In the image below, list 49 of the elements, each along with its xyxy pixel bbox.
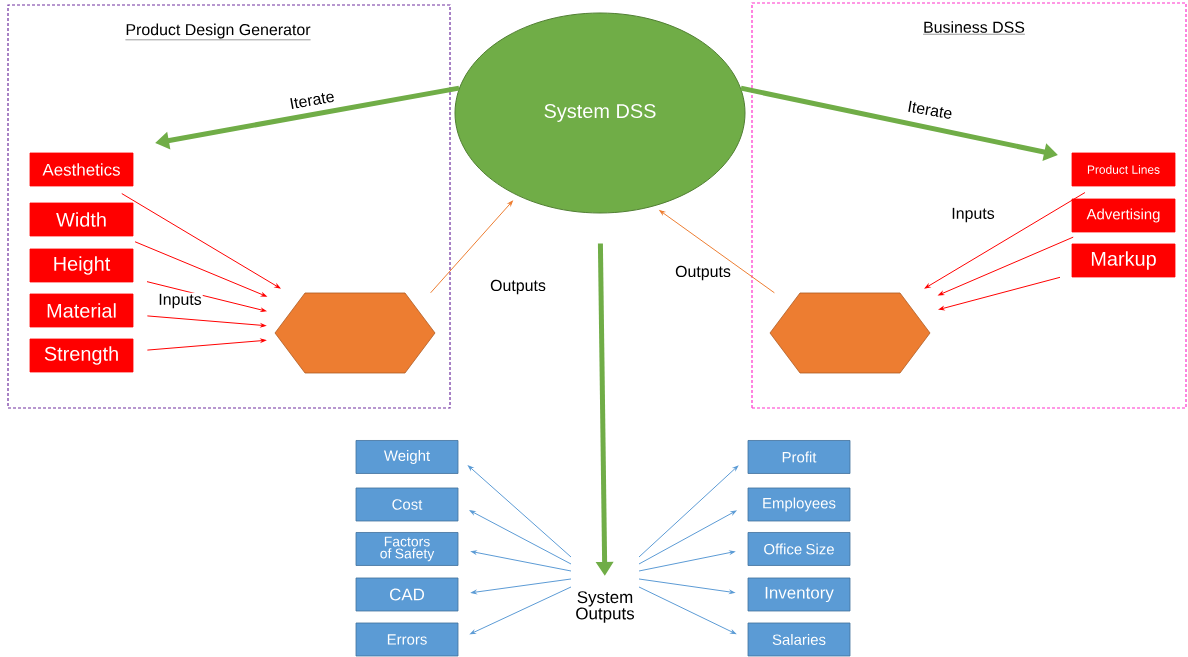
input-box: Markup — [1071, 243, 1176, 278]
arrow — [146, 281, 267, 312]
edge-label: Iterate — [905, 99, 955, 121]
hexagon-shape — [769, 292, 931, 374]
arrow — [938, 276, 1061, 311]
group-title: Business DSS — [922, 21, 1026, 35]
outputs-label: System Outputs — [576, 591, 635, 623]
output-box: CAD — [355, 577, 459, 612]
arrow — [938, 236, 1074, 296]
output-box: Profit — [747, 440, 851, 474]
arrow — [659, 210, 775, 294]
output-box: Weight — [355, 440, 459, 474]
arrow — [924, 192, 1086, 289]
arrow — [638, 465, 739, 558]
output-box: Errors — [355, 622, 459, 657]
arrow — [146, 338, 266, 351]
arrow — [638, 510, 737, 565]
input-box: Product Lines — [1071, 152, 1176, 187]
output-box: Factors of Safety — [355, 532, 459, 566]
edge-label: Inputs — [157, 292, 203, 310]
input-box: Aesthetics — [29, 152, 134, 187]
arrow — [471, 578, 572, 594]
input-box: Strength — [29, 338, 134, 373]
arrow — [638, 550, 735, 572]
edge-label: Inputs — [950, 206, 996, 224]
input-box: Advertising — [1071, 198, 1176, 233]
output-box: Office Size — [747, 532, 851, 566]
arrow — [121, 193, 281, 289]
arrow — [638, 578, 735, 594]
group-title: Product Design Generator — [125, 23, 311, 40]
arrow — [471, 550, 572, 572]
output-box: Employees — [747, 487, 851, 522]
input-box: Width — [29, 202, 134, 237]
arrow — [468, 465, 572, 558]
edge-label: Outputs — [674, 264, 732, 282]
arrow — [470, 586, 572, 635]
hexagon-shape — [274, 292, 436, 374]
input-box: Material — [29, 293, 134, 328]
output-box: Inventory — [747, 577, 851, 612]
arrow — [638, 586, 736, 635]
edge-label: Iterate — [287, 89, 337, 111]
output-box: Cost — [355, 487, 459, 522]
output-box: Salaries — [747, 622, 851, 657]
arrow — [146, 315, 266, 328]
input-box: Height — [29, 248, 134, 283]
arrow — [134, 241, 267, 297]
arrow — [430, 200, 513, 294]
edge-label: Outputs — [489, 278, 547, 296]
arrow — [469, 510, 572, 565]
